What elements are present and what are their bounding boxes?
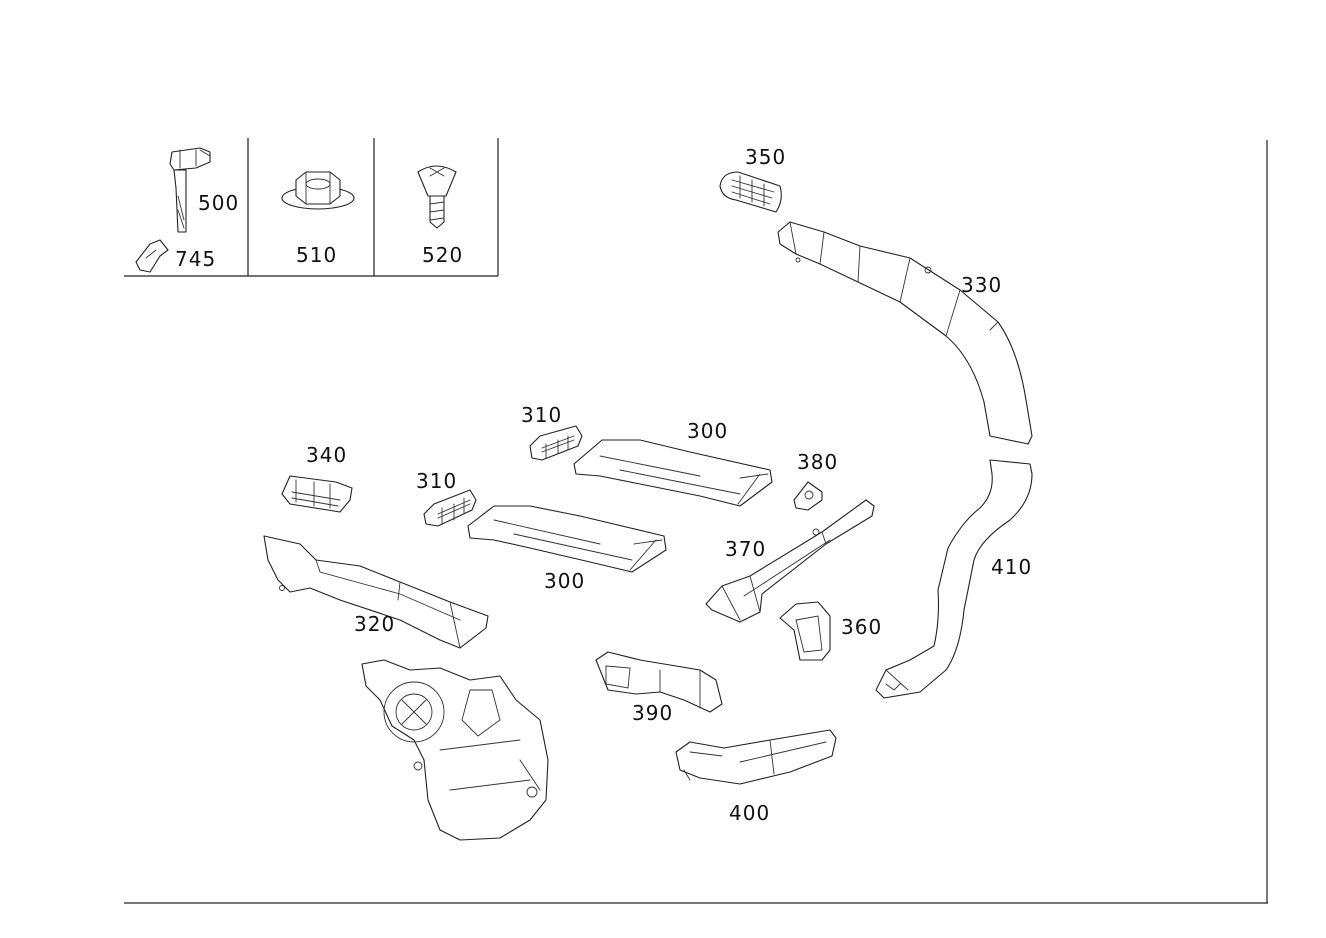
vent-350-drawing — [719, 171, 782, 213]
part-number-310-lower: 310 — [416, 469, 457, 493]
part-number-380: 380 — [797, 450, 838, 474]
part-number-520: 520 — [422, 243, 463, 267]
part-number-400: 400 — [729, 801, 770, 825]
vent-310-top-drawing — [529, 425, 583, 461]
duct-300-top-drawing — [573, 439, 773, 507]
vent-310-lower-drawing — [423, 489, 477, 527]
part-number-300-lower: 300 — [544, 569, 585, 593]
duct-370-drawing — [705, 499, 875, 623]
part-number-745: 745 — [175, 247, 216, 271]
small-parts-table — [124, 138, 499, 277]
duct-400-drawing — [675, 729, 837, 785]
duct-330-drawing — [777, 221, 1033, 445]
duct-300-lower-drawing — [467, 505, 667, 573]
part-number-410: 410 — [991, 555, 1032, 579]
duct-390-drawing — [595, 651, 723, 713]
nut-510-drawing — [281, 171, 355, 210]
part-number-340: 340 — [306, 443, 347, 467]
duct-410-drawing — [875, 459, 1033, 699]
part-number-320: 320 — [354, 612, 395, 636]
heater-assembly-drawing — [361, 659, 549, 841]
part-number-300-top: 300 — [687, 419, 728, 443]
part-number-350: 350 — [745, 145, 786, 169]
elbow-360-drawing — [779, 601, 831, 661]
clip-745-drawing — [135, 239, 169, 273]
clip-380-drawing — [793, 481, 823, 511]
screw-520-drawing — [417, 165, 457, 229]
duct-320-drawing — [263, 535, 489, 649]
sensor-500-drawing — [169, 147, 211, 233]
part-number-510: 510 — [296, 243, 337, 267]
part-number-360: 360 — [841, 615, 882, 639]
part-number-390: 390 — [632, 701, 673, 725]
part-number-330: 330 — [961, 273, 1002, 297]
vent-340-drawing — [281, 475, 353, 513]
part-number-500: 500 — [198, 191, 239, 215]
part-number-370: 370 — [725, 537, 766, 561]
part-number-310-top: 310 — [521, 403, 562, 427]
